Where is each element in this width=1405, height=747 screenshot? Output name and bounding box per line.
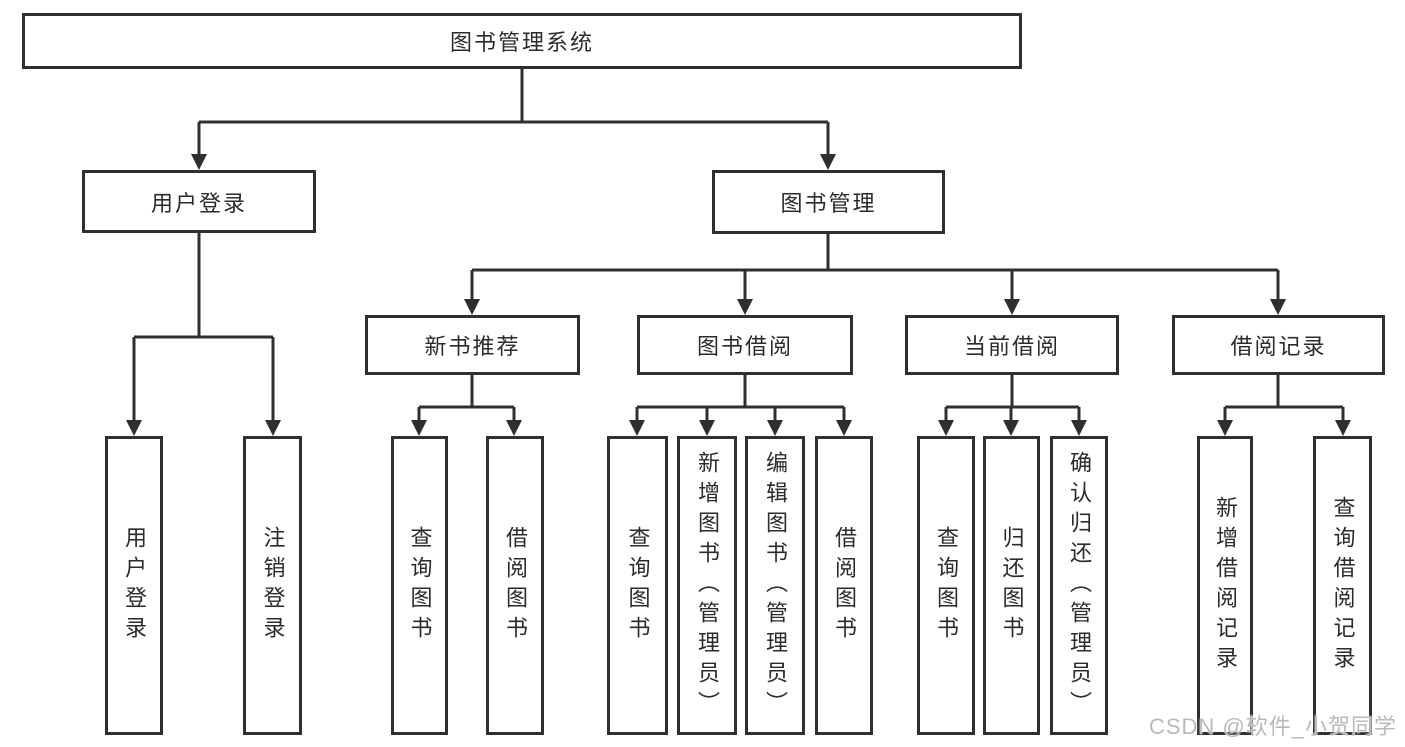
node-borrow-record: 借阅记录 xyxy=(1172,315,1385,375)
node-user-login-action: 用户登录 xyxy=(105,436,163,735)
node-label: 查询图书 xyxy=(934,525,959,646)
node-cb-confirm-return-admin: 确认归还（管理员） xyxy=(1050,436,1108,735)
node-nbr-query-book: 查询图书 xyxy=(391,436,448,735)
node-label: 确认归还（管理员） xyxy=(1067,450,1092,721)
node-book-borrow: 图书借阅 xyxy=(637,315,853,375)
node-label: 查询借阅记录 xyxy=(1330,495,1356,676)
node-cb-return-book: 归还图书 xyxy=(983,436,1040,735)
node-logout: 注销登录 xyxy=(243,436,302,735)
node-bb-query-book: 查询图书 xyxy=(607,436,668,735)
node-bb-borrow-book: 借阅图书 xyxy=(815,436,873,735)
node-label: 查询图书 xyxy=(407,525,433,646)
node-root: 图书管理系统 xyxy=(22,13,1022,69)
node-label: 注销登录 xyxy=(260,525,286,646)
node-label: 新增借阅记录 xyxy=(1213,495,1238,676)
node-user-login: 用户登录 xyxy=(82,170,316,233)
node-label: 借阅图书 xyxy=(832,525,857,646)
node-nbr-borrow-book: 借阅图书 xyxy=(486,436,544,735)
node-book-management: 图书管理 xyxy=(712,170,945,234)
node-br-query-record: 查询借阅记录 xyxy=(1313,436,1372,735)
node-label: 新增图书（管理员） xyxy=(695,450,720,721)
node-label: 借阅图书 xyxy=(503,525,528,646)
node-label: 归还图书 xyxy=(999,525,1025,646)
node-br-add-record: 新增借阅记录 xyxy=(1197,436,1253,735)
node-label: 编辑图书（管理员） xyxy=(763,450,788,721)
node-bb-edit-book-admin: 编辑图书（管理员） xyxy=(745,436,805,735)
node-label: 查询图书 xyxy=(625,525,651,646)
node-label: 用户登录 xyxy=(122,525,147,646)
node-new-book-recommend: 新书推荐 xyxy=(365,315,580,375)
watermark-text: CSDN @软件_小贺同学 xyxy=(1148,714,1397,739)
node-cb-query-book: 查询图书 xyxy=(917,436,975,735)
node-bb-add-book-admin: 新增图书（管理员） xyxy=(677,436,737,735)
node-current-borrow: 当前借阅 xyxy=(905,315,1119,375)
